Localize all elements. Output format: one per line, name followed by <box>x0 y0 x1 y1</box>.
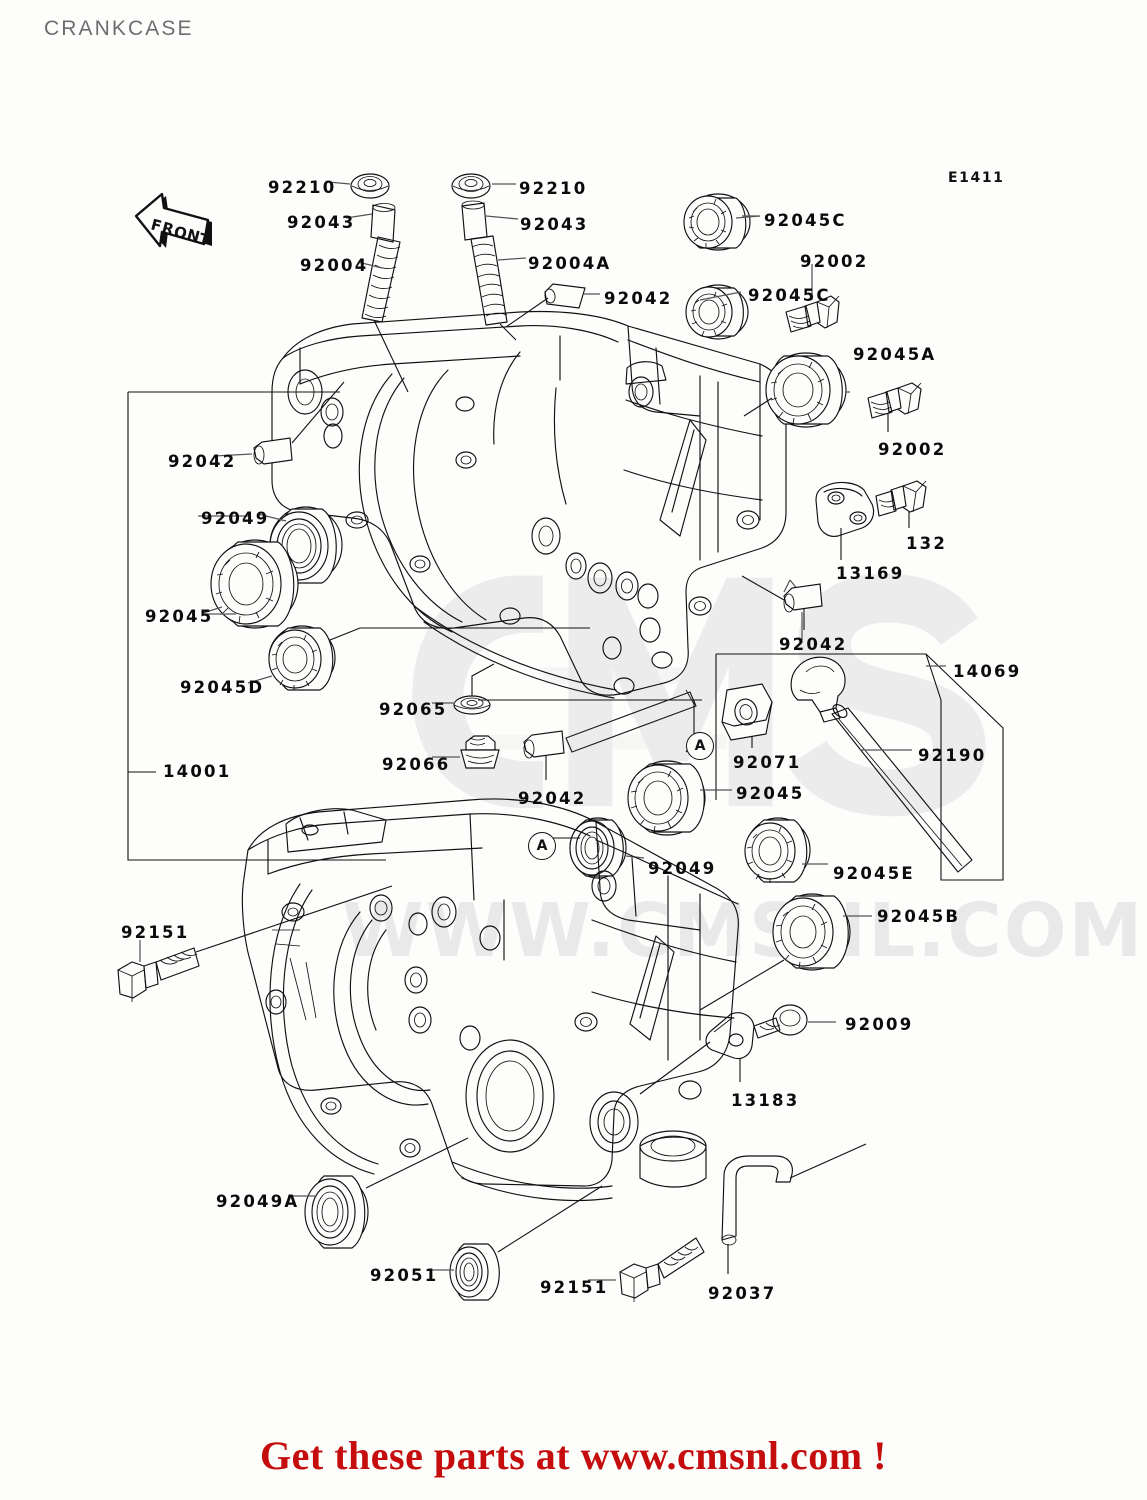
bolt-92151-left <box>117 885 393 1002</box>
part-number-label[interactable]: 92004 <box>300 256 369 275</box>
bearing-92045-left <box>202 539 299 629</box>
lower-crankcase-half <box>241 798 739 1202</box>
part-number-label[interactable]: 92051 <box>370 1266 439 1285</box>
dowel-pin-center <box>478 689 702 780</box>
part-number-label[interactable]: 92210 <box>519 179 588 198</box>
footer-promo-text[interactable]: Get these parts at www.cmsnl.com ! <box>260 1433 887 1478</box>
part-number-label[interactable]: 92045C <box>764 211 847 230</box>
part-number-label[interactable]: 92045E <box>833 864 915 883</box>
part-number-label[interactable]: 92045 <box>145 607 214 626</box>
part-number-label[interactable]: 92065 <box>379 700 448 719</box>
screw-92009 <box>753 1004 836 1039</box>
svg-text:WWW.CMSNL.COM: WWW.CMSNL.COM <box>342 888 1144 974</box>
part-number-label[interactable]: 92049 <box>648 859 717 878</box>
section-marker-a: A <box>686 732 714 760</box>
bolt-132 <box>875 480 927 528</box>
plate-13183 <box>639 1012 755 1095</box>
tube-92190 <box>831 704 973 873</box>
svg-text:F: F <box>149 215 164 235</box>
dowel-pin-top <box>505 283 586 328</box>
bearing-92045e <box>744 817 828 883</box>
part-number-label[interactable]: 92002 <box>878 440 947 459</box>
upper-crankcase-half <box>271 310 787 699</box>
part-number-label[interactable]: 92045D <box>180 678 265 697</box>
part-number-label[interactable]: 92049 <box>201 509 270 528</box>
svg-text:N: N <box>185 225 202 246</box>
part-number-label[interactable]: 92045 <box>736 784 805 803</box>
front-arrow-icon: F R O N T <box>128 182 218 270</box>
section-marker-a: A <box>528 832 556 860</box>
part-number-label[interactable]: 92043 <box>287 213 356 232</box>
stud-assembly-right <box>451 173 517 341</box>
part-number-label[interactable]: 92190 <box>918 746 987 765</box>
part-number-label[interactable]: 92049A <box>216 1192 300 1211</box>
part-number-label[interactable]: 92071 <box>733 753 802 772</box>
part-number-label[interactable]: 14069 <box>953 662 1022 681</box>
plate-13169 <box>815 481 875 560</box>
part-number-label[interactable]: 92210 <box>268 178 337 197</box>
part-number-label[interactable]: 92002 <box>800 252 869 271</box>
bearing-92045b <box>699 893 872 1011</box>
part-number-label[interactable]: 92004A <box>528 254 612 273</box>
oil-seal-92051 <box>428 1185 603 1301</box>
svg-text:O: O <box>172 222 189 243</box>
part-number-label[interactable]: 92037 <box>708 1284 777 1303</box>
part-number-label[interactable]: 92045B <box>877 907 961 926</box>
part-number-label[interactable]: 92151 <box>121 923 190 942</box>
bolt-92002-upper <box>785 295 840 333</box>
oil-seal-92049a <box>288 1137 469 1249</box>
leader-lines <box>198 181 850 640</box>
bolt-92151-bottom <box>588 1237 705 1302</box>
part-number-label[interactable]: 92045A <box>853 345 937 364</box>
part-number-label[interactable]: 92042 <box>168 452 237 471</box>
bearing-92045c-lower <box>685 284 749 340</box>
part-number-label[interactable]: 132 <box>906 534 948 553</box>
svg-text:R: R <box>160 218 176 238</box>
cmsnl-watermark: WWW.CMSNL.COM <box>342 573 1144 974</box>
bolt-92002-lower <box>867 382 922 432</box>
part-number-label[interactable]: 92042 <box>604 289 673 308</box>
part-number-label[interactable]: 92043 <box>520 215 589 234</box>
bracket-14001-leader <box>127 391 386 861</box>
bearing-92045-center <box>627 760 732 836</box>
figure-code: E1411 <box>948 170 1005 186</box>
breather-elbow-14069 <box>790 656 846 723</box>
part-number-label[interactable]: 92042 <box>518 789 587 808</box>
bearing-92045a <box>743 352 847 428</box>
part-number-label[interactable]: 13169 <box>836 564 905 583</box>
dowel-pin-right <box>741 575 823 630</box>
page-title: CRANKCASE <box>44 17 194 40</box>
bearing-92045c-upper <box>683 193 751 251</box>
part-number-label[interactable]: 92045C <box>748 286 831 305</box>
stud-assembly-left <box>350 173 409 393</box>
part-number-label[interactable]: 92009 <box>845 1015 914 1034</box>
part-number-label[interactable]: 92066 <box>382 755 451 774</box>
bearing-92045d <box>247 625 590 691</box>
clamp-92037 <box>721 1143 867 1274</box>
part-number-label[interactable]: 14001 <box>163 762 232 781</box>
drain-plug-92066 <box>432 735 500 769</box>
grommet-92071 <box>721 683 773 748</box>
part-number-label[interactable]: 92151 <box>540 1278 609 1297</box>
part-number-label[interactable]: 13183 <box>731 1091 800 1110</box>
part-number-label[interactable]: 92042 <box>779 635 848 654</box>
